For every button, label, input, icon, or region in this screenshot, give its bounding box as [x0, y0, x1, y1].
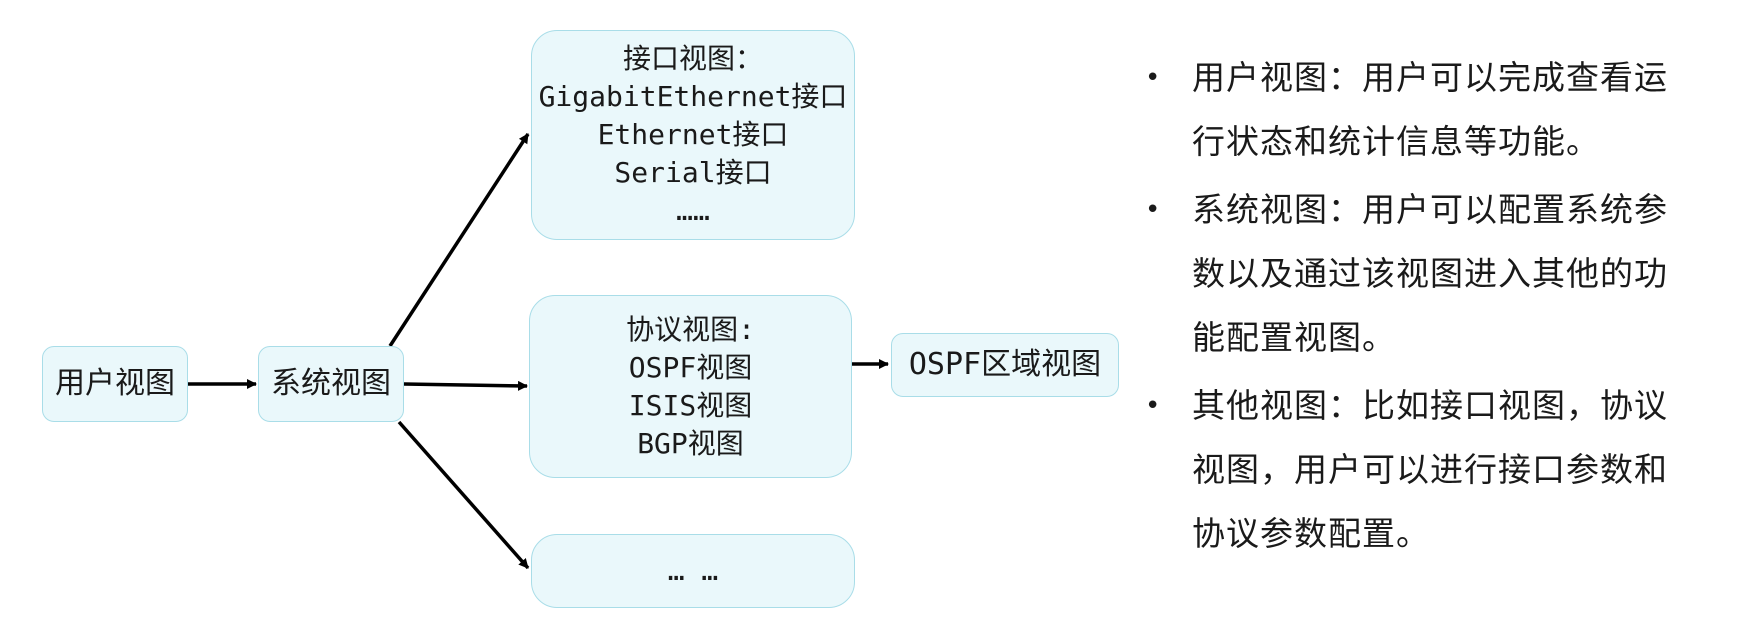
- protocol-ospf-label: OSPF视图: [628, 350, 753, 384]
- interface-ellipsis: ……: [676, 194, 710, 227]
- arrow-system-to-interface: [388, 133, 530, 347]
- system-view-label: 系统视图: [271, 366, 391, 401]
- bullet-text-system-view: 系统视图：用户可以配置系统参数以及通过该视图进入其他的功能配置视图。: [1192, 190, 1668, 357]
- view-description-list: • 用户视图：用户可以完成查看运行状态和统计信息等功能。 • 系统视图：用户可以…: [1145, 46, 1745, 570]
- interface-view-box: 接口视图： GigabitEthernet接口 Ethernet接口 Seria…: [531, 30, 855, 240]
- other-view-ellipsis: … …: [667, 554, 719, 587]
- system-view-box: 系统视图: [258, 346, 404, 422]
- bullet-text-user-view: 用户视图：用户可以完成查看运行状态和统计信息等功能。: [1192, 58, 1668, 161]
- interface-ethernet-label: Ethernet接口: [597, 118, 789, 151]
- protocol-isis-label: ISIS视图: [628, 388, 753, 422]
- protocol-view-box: 协议视图: OSPF视图 ISIS视图 BGP视图: [529, 295, 852, 478]
- ospf-area-view-label: OSPF区域视图: [908, 347, 1102, 382]
- user-view-box: 用户视图: [42, 346, 188, 422]
- list-item: • 其他视图：比如接口视图，协议视图，用户可以进行接口参数和协议参数配置。: [1145, 374, 1745, 566]
- bullet-text-other-view: 其他视图：比如接口视图，协议视图，用户可以进行接口参数和协议参数配置。: [1192, 386, 1668, 553]
- list-item: • 用户视图：用户可以完成查看运行状态和统计信息等功能。: [1145, 46, 1745, 174]
- list-item: • 系统视图：用户可以配置系统参数以及通过该视图进入其他的功能配置视图。: [1145, 178, 1745, 370]
- protocol-bgp-label: BGP视图: [637, 426, 744, 460]
- arrow-system-to-protocol: [403, 380, 528, 391]
- user-view-label: 用户视图: [55, 366, 175, 401]
- other-view-box: … …: [531, 534, 855, 608]
- interface-serial-label: Serial接口: [614, 156, 772, 189]
- interface-view-title: 接口视图：: [622, 42, 763, 75]
- bullet-icon: •: [1145, 195, 1161, 225]
- bullet-icon: •: [1145, 63, 1161, 93]
- bullet-icon: •: [1145, 391, 1161, 421]
- protocol-view-title: 协议视图:: [626, 312, 755, 346]
- interface-gigabit-label: GigabitEthernet接口: [538, 80, 848, 113]
- ospf-area-view-box: OSPF区域视图: [891, 333, 1119, 397]
- arrow-system-to-other: [397, 420, 530, 570]
